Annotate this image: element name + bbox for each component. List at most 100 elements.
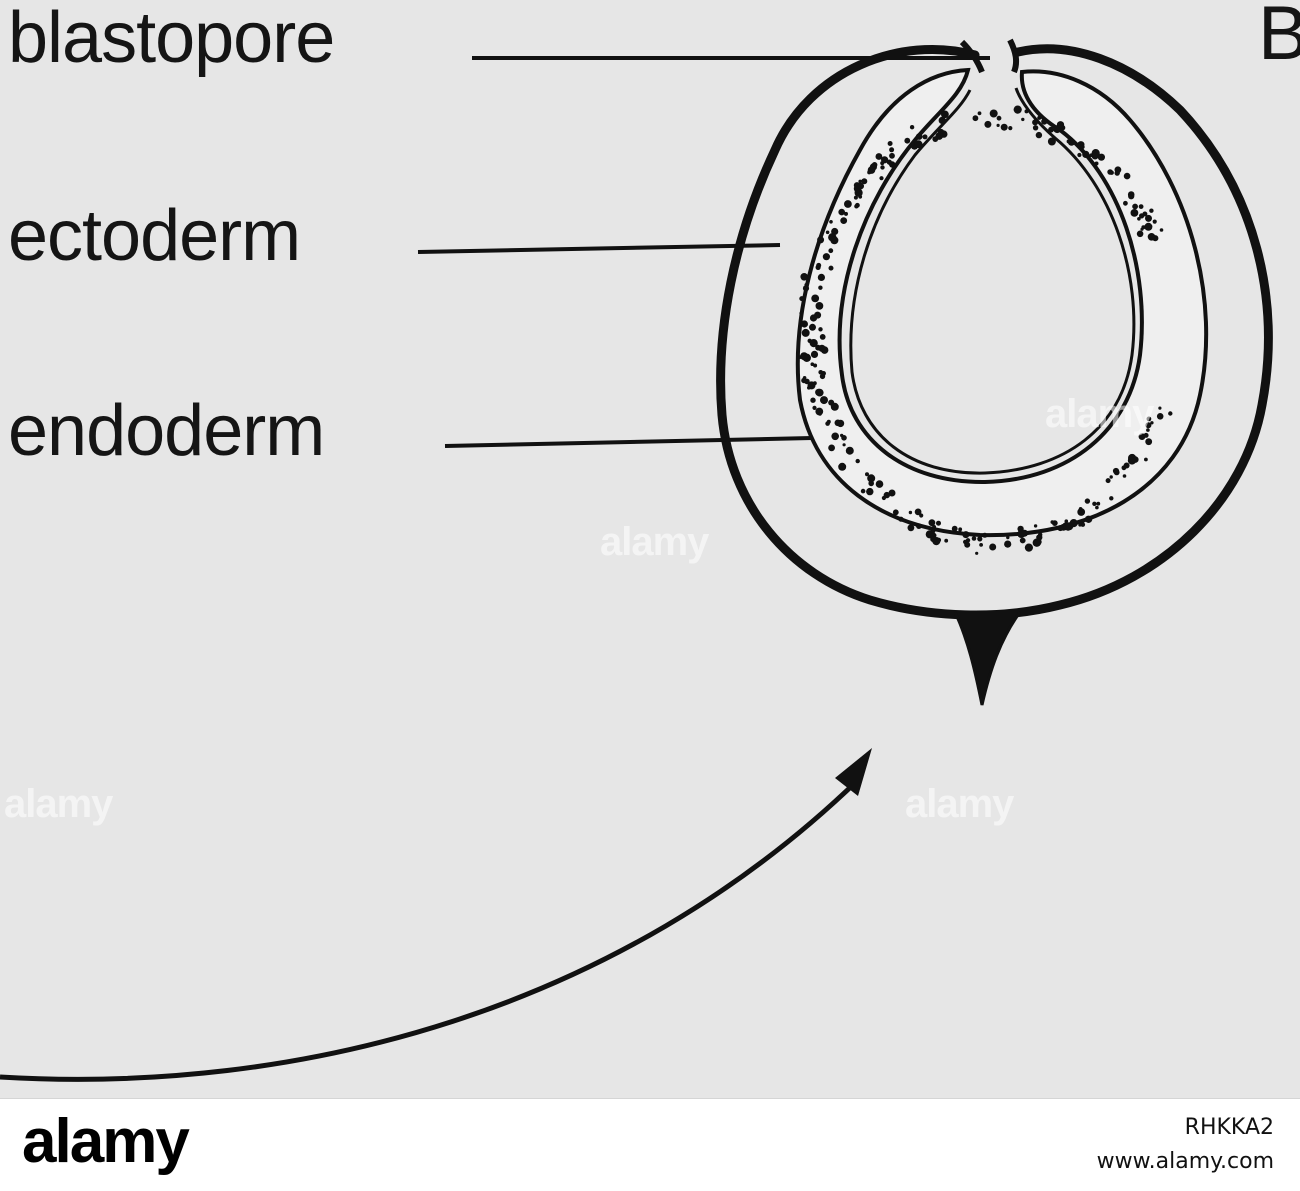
- cell-dot: [977, 536, 983, 542]
- cell-dot: [1080, 522, 1086, 527]
- cell-dot: [1156, 413, 1164, 420]
- cell-dot: [909, 125, 915, 130]
- cell-dot: [889, 147, 895, 153]
- cell-dot: [932, 525, 937, 529]
- cell-dot: [951, 525, 958, 532]
- cell-dot: [825, 230, 830, 235]
- cell-dot: [800, 320, 809, 328]
- cell-dot: [799, 296, 805, 302]
- cell-dot: [810, 362, 815, 367]
- cell-dot: [915, 133, 923, 140]
- cell-dot: [887, 141, 893, 146]
- cell-dot: [800, 352, 809, 361]
- cell-dot: [1122, 474, 1127, 478]
- cell-dot: [1017, 530, 1026, 538]
- cell-dot: [1078, 523, 1082, 527]
- cell-dot: [1105, 478, 1111, 484]
- cell-dot: [867, 474, 876, 483]
- watermark: alamy: [1045, 392, 1154, 436]
- cell-dot: [826, 419, 831, 424]
- cell-dot: [817, 273, 826, 281]
- cell-dot: [1000, 123, 1008, 131]
- cell-dot: [1057, 525, 1064, 532]
- cell-dot: [810, 397, 816, 403]
- cell-dot: [801, 328, 810, 337]
- cell-dot: [1056, 121, 1065, 129]
- cell-dot: [1019, 537, 1026, 544]
- cell-dot: [822, 253, 831, 261]
- cell-dot: [938, 116, 946, 124]
- cell-dot: [1050, 520, 1055, 524]
- cell-dot: [1004, 540, 1012, 548]
- cell-dot: [1077, 152, 1082, 158]
- blastopore-label: blastopore: [8, 0, 335, 78]
- leader-endoderm: [444, 436, 813, 448]
- cell-dot: [857, 182, 864, 190]
- cell-dot: [1143, 432, 1149, 438]
- cell-dot: [996, 115, 1002, 121]
- cell-dot: [1021, 117, 1025, 122]
- cell-dot: [1152, 219, 1157, 224]
- cell-dot: [802, 376, 807, 380]
- cell-dot: [1065, 522, 1074, 531]
- cell-dot: [813, 381, 817, 386]
- cell-dot: [865, 472, 869, 477]
- cell-dot: [830, 236, 839, 245]
- cell-dot: [886, 159, 892, 165]
- cell-dot: [936, 537, 942, 543]
- cell-dot: [962, 531, 970, 539]
- cell-dot: [1123, 200, 1128, 206]
- cell-dot: [982, 532, 988, 538]
- cell-dot: [1146, 428, 1150, 432]
- cell-dot: [996, 123, 1000, 127]
- cell-dot: [1078, 507, 1083, 511]
- cell-dot: [866, 487, 874, 496]
- diagram-drawing: [0, 38, 1273, 1082]
- cell-dot: [838, 208, 845, 216]
- cell-dot: [815, 388, 823, 396]
- cell-dots: [798, 105, 1173, 555]
- cell-dot: [1084, 515, 1093, 523]
- cell-dot: [1109, 496, 1114, 501]
- cell-dot: [931, 529, 936, 534]
- cell-dot: [858, 179, 862, 184]
- cell-dot: [810, 350, 819, 358]
- arrow-head: [835, 748, 872, 796]
- cell-dot: [840, 217, 848, 225]
- cell-dot: [1084, 498, 1091, 504]
- cell-dot: [1114, 170, 1120, 176]
- watermark: alamy: [600, 520, 709, 564]
- cell-dot: [854, 204, 859, 209]
- cell-dot: [1091, 152, 1099, 160]
- cell-dot: [809, 339, 818, 348]
- developmental-arrow: [0, 778, 860, 1082]
- cell-dot: [1145, 214, 1152, 222]
- cell-dot: [818, 344, 826, 352]
- cell-dot: [880, 165, 885, 170]
- cell-dot: [845, 446, 854, 455]
- cell-dot: [922, 134, 928, 140]
- cell-dot: [928, 519, 936, 527]
- cell-dot: [871, 162, 878, 168]
- posterior-spike: [953, 611, 1022, 706]
- cell-dot: [815, 302, 824, 310]
- cell-dot: [904, 137, 911, 144]
- cell-dot: [977, 111, 982, 116]
- cell-dot: [916, 523, 922, 529]
- embryo-diagram: blastopore ectoderm endoderm B alamy ala…: [0, 0, 1300, 1082]
- cell-dot: [1123, 172, 1131, 180]
- cell-dot: [1035, 131, 1043, 139]
- cell-dot: [1024, 109, 1029, 114]
- cell-dot: [818, 327, 823, 332]
- cell-dot: [1064, 519, 1069, 523]
- cell-dot: [844, 211, 848, 216]
- image-id: RHKKA2: [1184, 1115, 1274, 1140]
- cell-dot: [799, 311, 803, 315]
- cell-dot: [1082, 150, 1090, 158]
- archenteron-outline: [849, 87, 1136, 475]
- cell-dot: [1130, 209, 1139, 217]
- cell-dot: [984, 120, 992, 128]
- cell-dot: [855, 458, 860, 464]
- cell-dot: [1109, 475, 1113, 479]
- cell-dot: [989, 543, 997, 551]
